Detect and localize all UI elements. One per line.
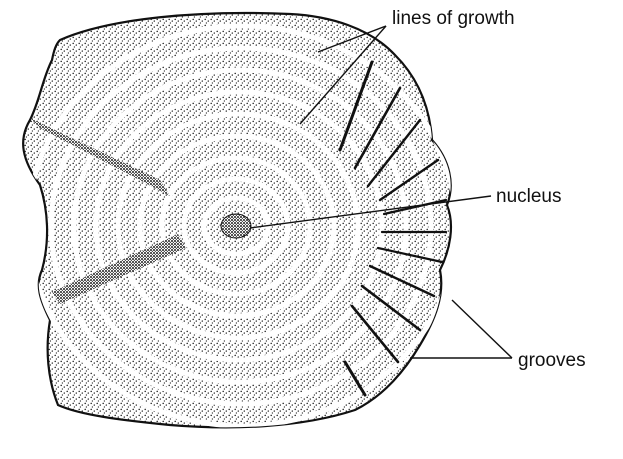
leader-grooves-1	[452, 300, 512, 358]
nucleus-core	[221, 214, 251, 238]
label-nucleus: nucleus	[496, 186, 562, 207]
label-grooves: grooves	[518, 350, 586, 371]
label-lines-of-growth: lines of growth	[392, 8, 515, 29]
fish-scale	[23, 13, 456, 427]
